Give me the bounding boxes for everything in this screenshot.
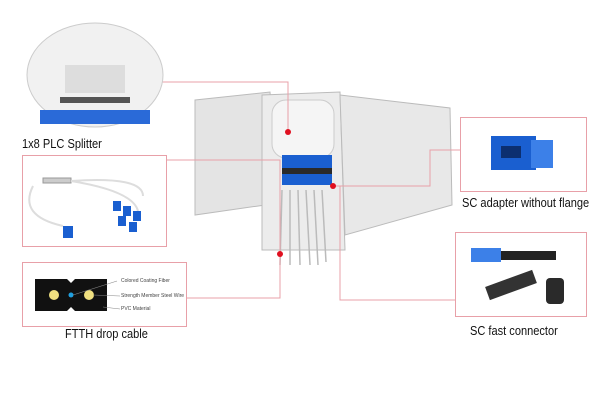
sc-fast-connector-icon: [471, 248, 564, 304]
sc-connector-label: SC fast connector: [470, 323, 558, 338]
legend-colored-coating-fiber: Colored Coating Fiber: [121, 278, 170, 284]
sc-adapter-box: [460, 117, 587, 192]
marker-dots: [277, 129, 336, 257]
sc-connector-box: [455, 232, 587, 317]
enclosure: [194, 91, 453, 266]
splitter-label: 1x8 PLC Splitter: [22, 136, 102, 151]
legend-strength-member: Strength Member Steel Wire: [121, 293, 185, 299]
drop-cable-cross-section-icon: [35, 279, 121, 311]
sc-adapter-icon: [491, 136, 553, 170]
drop-cable-box: Colored Coating Fiber Strength Member St…: [22, 262, 187, 327]
splitter-photo: [26, 22, 164, 128]
leader-lines: [160, 81, 460, 301]
legend-pvc-material: PVC Material: [121, 306, 151, 312]
adapter-row: [282, 155, 332, 185]
drop-cable-label: FTTH drop cable: [65, 326, 148, 341]
sc-adapter-label: SC adapter without flange: [462, 195, 590, 210]
plc-splitter-icon: [28, 177, 144, 238]
plc-splitter-box: [22, 155, 167, 247]
